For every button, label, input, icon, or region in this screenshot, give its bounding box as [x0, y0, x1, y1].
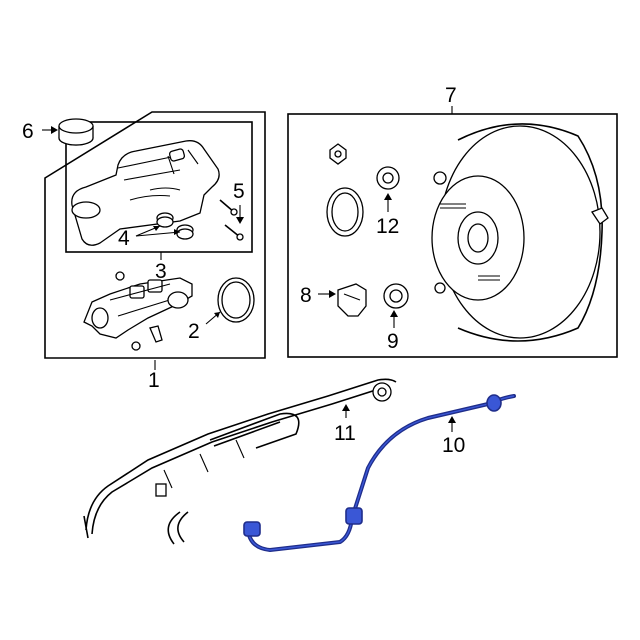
callout-2: 2	[188, 320, 200, 343]
master-cylinder-panel	[44, 111, 266, 370]
callout-7: 7	[445, 84, 457, 107]
arrow-12	[384, 193, 392, 200]
arrow-4b	[174, 229, 180, 235]
master-cylinder-body	[83, 271, 193, 351]
callout-11: 11	[334, 422, 356, 445]
arrow-5	[236, 217, 244, 224]
vacuum-hose-10-highlighted	[243, 394, 516, 552]
leader-4b	[135, 231, 181, 237]
panel-frame-1	[44, 111, 266, 359]
arrow-10	[448, 416, 456, 423]
vacuum-booster	[431, 123, 609, 342]
arrow-8	[329, 290, 336, 298]
vacuum-hose-11	[83, 378, 397, 545]
reservoir-subframe	[65, 121, 253, 253]
arrow-2	[214, 312, 220, 318]
grommets	[156, 212, 194, 240]
o-ring-seal	[217, 277, 255, 323]
callout-6: 6	[22, 120, 34, 143]
retaining-pins	[219, 199, 244, 241]
callout-1: 1	[148, 369, 160, 392]
arrow-6	[51, 126, 58, 134]
callout-8: 8	[300, 284, 312, 307]
callout-3: 3	[155, 260, 167, 283]
brake-fluid-reservoir	[71, 140, 220, 246]
callout-12: 12	[376, 215, 399, 238]
callout-9: 9	[387, 330, 399, 353]
callout-4: 4	[118, 227, 130, 250]
reservoir-cap	[42, 118, 94, 146]
arrow-11	[342, 404, 350, 411]
booster-small-parts	[326, 143, 409, 317]
callout-5: 5	[233, 180, 245, 203]
arrow-9	[390, 310, 398, 317]
callout-10: 10	[442, 434, 465, 457]
arrow-4a	[153, 226, 160, 231]
brake-booster-panel	[287, 106, 618, 358]
